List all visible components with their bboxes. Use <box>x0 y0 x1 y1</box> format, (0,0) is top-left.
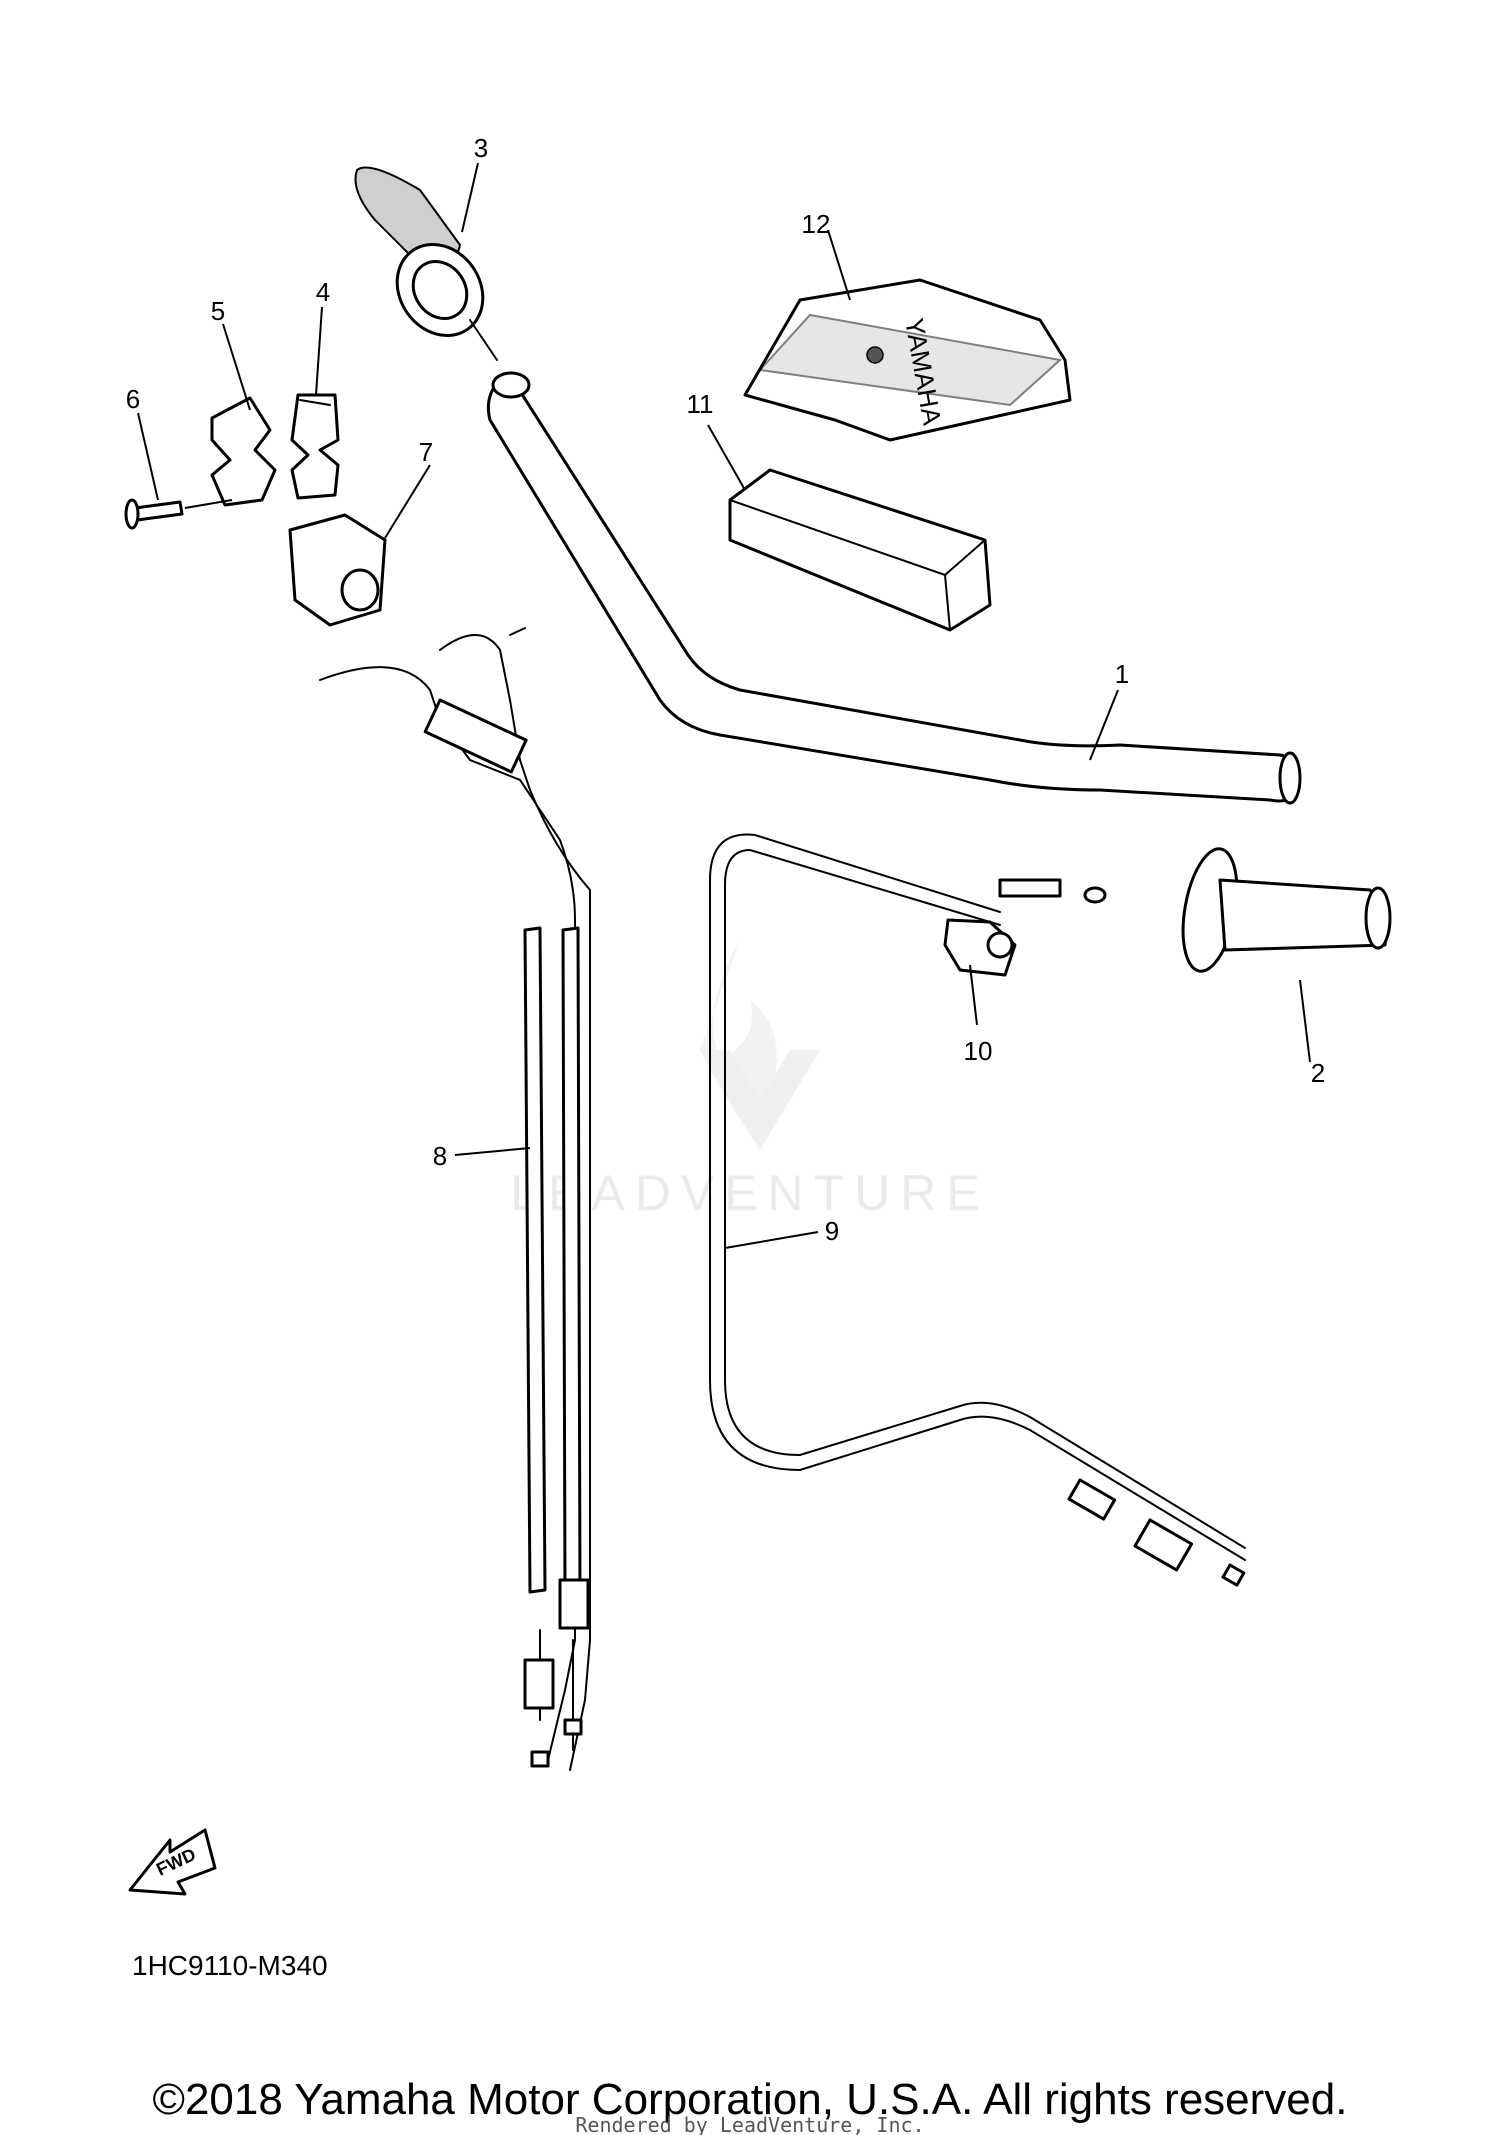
leader-lines <box>137 162 1311 1249</box>
throttle-grip-part-3 <box>354 166 498 361</box>
rendered-by-text: Rendered by LeadVenture, Inc. <box>575 2113 924 2135</box>
callout-4: 4 <box>316 277 330 307</box>
callout-1: 1 <box>1115 659 1129 689</box>
clamp-part-5 <box>210 396 277 507</box>
callout-11: 11 <box>687 389 714 419</box>
callout-2: 2 <box>1311 1058 1325 1088</box>
callout-3: 3 <box>474 133 488 163</box>
clamp-part-4 <box>290 393 340 500</box>
figure-code: 1HC9110-M340 <box>132 1950 328 1981</box>
clutch-cable-part-9 <box>709 833 1246 1587</box>
callout-5: 5 <box>211 296 225 326</box>
holder-part-7 <box>288 513 387 627</box>
callout-8: 8 <box>433 1141 447 1171</box>
callout-numbers: 1 2 3 4 5 6 7 8 9 10 11 12 <box>126 133 1325 1246</box>
callout-6: 6 <box>126 384 140 414</box>
watermark-text: LEADVENTURE <box>510 1165 990 1221</box>
watermark: LEADVENTURE <box>510 940 990 1221</box>
cover-part-12: YAMAHA <box>743 278 1072 442</box>
grip-part-2 <box>1181 847 1392 973</box>
screw-part-6 <box>124 498 233 530</box>
pad-part-11 <box>728 468 992 632</box>
adjuster-part-10 <box>943 918 1017 977</box>
handlebar-part-1 <box>486 371 1302 805</box>
throttle-cables-part-8 <box>319 627 591 1771</box>
callout-7: 7 <box>419 437 433 467</box>
callout-10: 10 <box>964 1036 993 1066</box>
callout-9: 9 <box>825 1216 839 1246</box>
callout-12: 12 <box>802 209 831 239</box>
copyright-text: ©2018 Yamaha Motor Corporation, U.S.A. A… <box>153 2075 1348 2124</box>
fwd-arrow-icon: FWD <box>128 1828 217 1896</box>
